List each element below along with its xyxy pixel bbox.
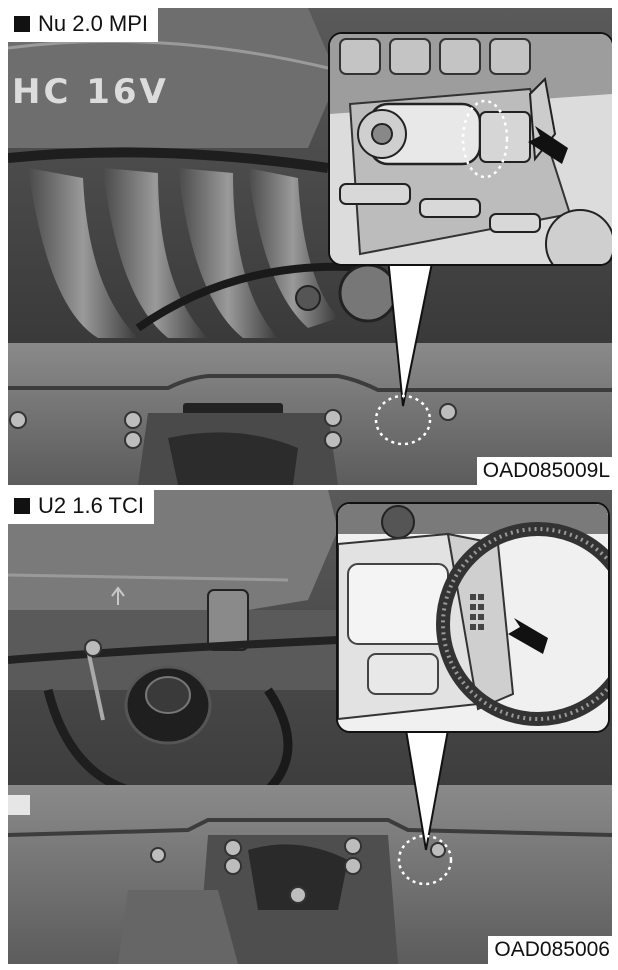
- black-arrow-icon: [528, 126, 568, 164]
- image-code-top: OAD085009L: [476, 457, 612, 485]
- detail-inset-bottom: [336, 502, 610, 733]
- image-code-bottom: OAD085006: [488, 936, 612, 964]
- black-arrow-icon: [508, 618, 548, 654]
- engine-label-text: Nu 2.0 MPI: [38, 11, 149, 36]
- pump-detail-illustration: [338, 504, 608, 731]
- black-square-icon: [14, 16, 30, 32]
- engine-label-top: Nu 2.0 MPI: [8, 8, 159, 42]
- engine-photo-nu-20-mpi: Nu 2.0 MPI OAD085009L HC 16V: [8, 8, 612, 485]
- engine-label-text: U2 1.6 TCI: [38, 493, 144, 518]
- engine-label-bottom: U2 1.6 TCI: [8, 490, 154, 524]
- detail-inset-top: [328, 32, 612, 266]
- pump-detail-illustration: [330, 34, 612, 264]
- black-square-icon: [14, 498, 30, 514]
- engine-photo-u2-16-tci: U2 1.6 TCI OAD085006: [8, 490, 612, 964]
- cover-text: HC 16V: [12, 72, 169, 112]
